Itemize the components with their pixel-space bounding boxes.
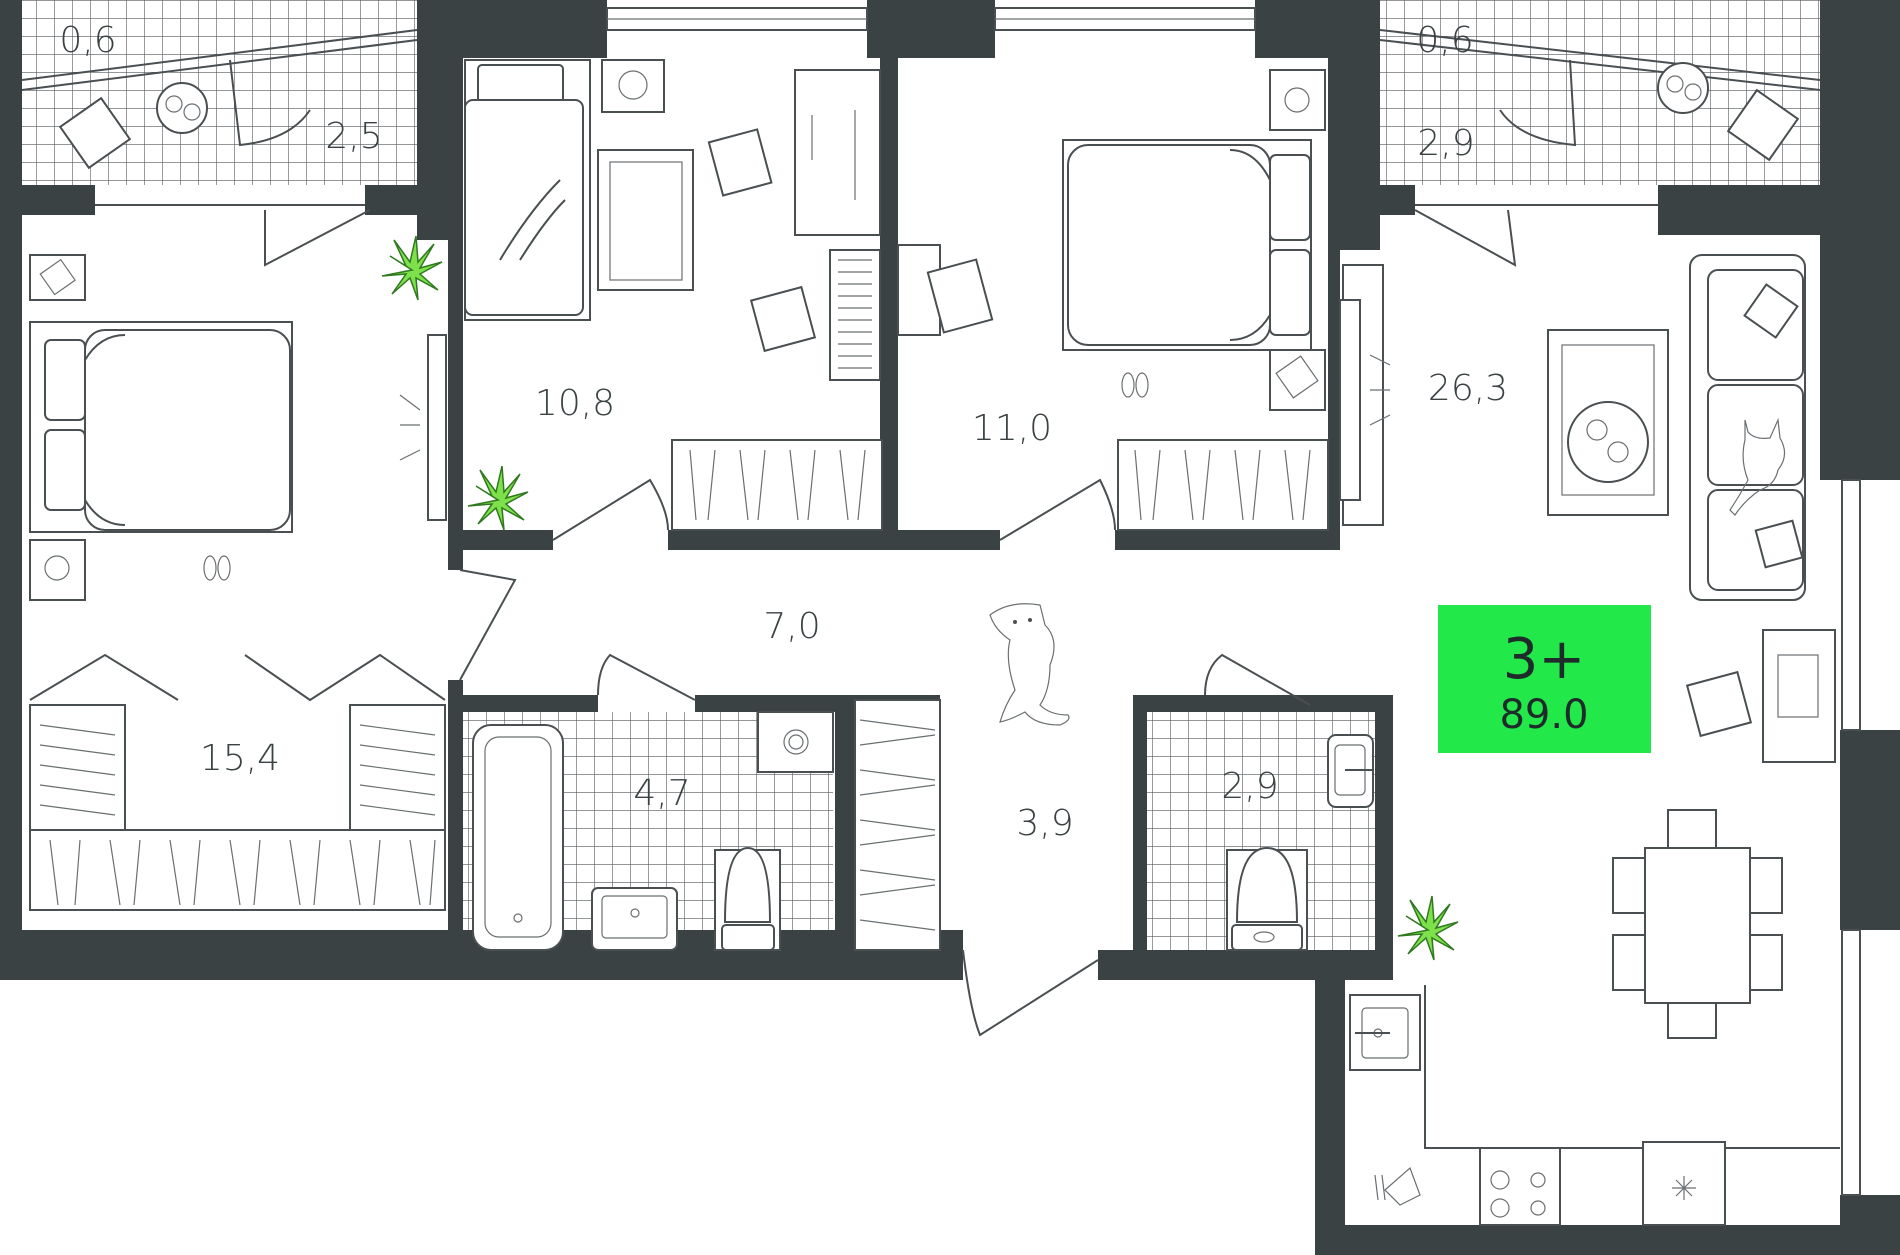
area-label-balcony-right: 2,9 (1417, 123, 1474, 164)
dog-illustration (989, 603, 1070, 726)
area-label-balcony-left: 2,5 (325, 116, 382, 157)
area-label-bedroom-right: 11,0 (972, 408, 1052, 449)
area-label-hall: 3,9 (1016, 803, 1073, 844)
bedroom-right-furniture (897, 69, 1391, 531)
cat-illustration (1729, 417, 1786, 516)
living-kitchen-furniture (1349, 254, 1840, 1226)
area-label-corridor: 7,0 (763, 606, 820, 647)
area-label-balcony-left-small: 0,6 (59, 20, 116, 61)
plant-icon (1397, 895, 1459, 961)
bedroom-left-furniture (29, 254, 447, 911)
badge-background (1438, 605, 1651, 753)
area-label-bedroom-left: 15,4 (200, 738, 280, 779)
area-label-balcony-right-small: 0,6 (1416, 20, 1473, 61)
doors (264, 209, 1517, 1037)
hall-closet (854, 699, 941, 951)
plant-icon (467, 465, 529, 531)
bathroom-furniture (472, 711, 834, 951)
windows (21, 7, 1861, 1196)
apartment-summary-badge: 3+ 89.0 (1438, 605, 1651, 753)
area-label-living-kitchen: 26,3 (1428, 368, 1508, 409)
plant-icon (381, 235, 443, 301)
area-label-bathroom: 4,7 (633, 773, 690, 814)
badge-total-area: 89.0 (1499, 692, 1588, 738)
badge-room-count: 3+ (1503, 627, 1586, 692)
area-labels: 0,6 2,5 0,6 2,9 15,4 10,8 11,0 26,3 7,0 … (59, 20, 1508, 844)
balcony-right-furniture (1499, 59, 1800, 162)
toilet-furniture (1226, 734, 1374, 951)
area-label-toilet: 2,9 (1221, 766, 1278, 807)
bedroom-middle-furniture (464, 59, 883, 531)
area-label-bedroom-middle: 10,8 (535, 383, 615, 424)
balcony-left-furniture (58, 59, 311, 170)
